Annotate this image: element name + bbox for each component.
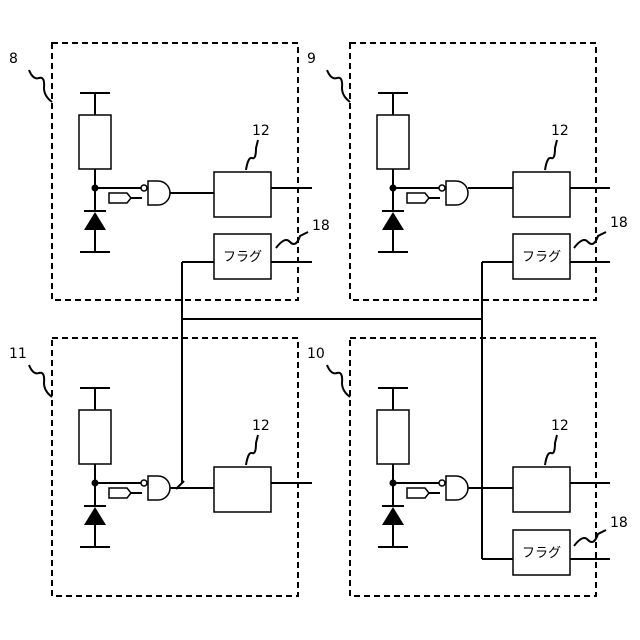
buffer-symbol (109, 488, 131, 498)
block-label: 10 (307, 346, 325, 362)
logic-block (513, 467, 570, 512)
leader-line (29, 365, 52, 397)
leader-line (246, 435, 258, 465)
inversion-bubble (141, 480, 147, 486)
diode (382, 212, 404, 230)
leader-line (574, 232, 606, 248)
logic-label: 12 (252, 123, 270, 139)
block-label: 9 (307, 51, 316, 67)
logic-block (513, 172, 570, 217)
block-label: 8 (9, 51, 18, 67)
block-label: 11 (9, 346, 27, 362)
buffer-symbol (109, 193, 131, 203)
flag-label: 18 (610, 515, 628, 531)
diode (84, 212, 106, 230)
and-gate (446, 476, 468, 500)
logic-label: 12 (551, 418, 569, 434)
leader-line (327, 365, 350, 397)
resistor (79, 410, 111, 464)
resistor (377, 410, 409, 464)
flag-label: 18 (610, 215, 628, 231)
logic-block (214, 467, 271, 512)
logic-label: 12 (551, 123, 569, 139)
leader-line (545, 435, 557, 465)
resistor (377, 115, 409, 169)
logic-label: 12 (252, 418, 270, 434)
inversion-bubble (141, 185, 147, 191)
flag-text: フラグ (522, 546, 561, 561)
resistor (79, 115, 111, 169)
block-8: 8 12 フラグ 18 (9, 43, 330, 300)
leader-line (545, 140, 557, 170)
flag-text: フラグ (522, 250, 561, 265)
and-gate (446, 181, 468, 205)
diode (84, 507, 106, 525)
buffer-symbol (407, 193, 429, 203)
block-10: 10 12 フラグ 18 (307, 338, 628, 596)
and-gate (148, 181, 170, 205)
and-gate (148, 476, 170, 500)
leader-line (276, 232, 308, 248)
flag-label: 18 (312, 218, 330, 234)
leader-line (574, 530, 606, 546)
leader-line (246, 140, 258, 170)
block-11: 11 12 (9, 338, 312, 596)
flag-text: フラグ (223, 250, 262, 265)
buffer-symbol (407, 488, 429, 498)
logic-block (214, 172, 271, 217)
inversion-bubble (439, 480, 445, 486)
block-9: 9 12 フラグ 18 (307, 43, 628, 300)
diode (382, 507, 404, 525)
leader-line (29, 70, 52, 102)
inversion-bubble (439, 185, 445, 191)
leader-line (327, 70, 350, 102)
flag-bus (176, 262, 488, 559)
